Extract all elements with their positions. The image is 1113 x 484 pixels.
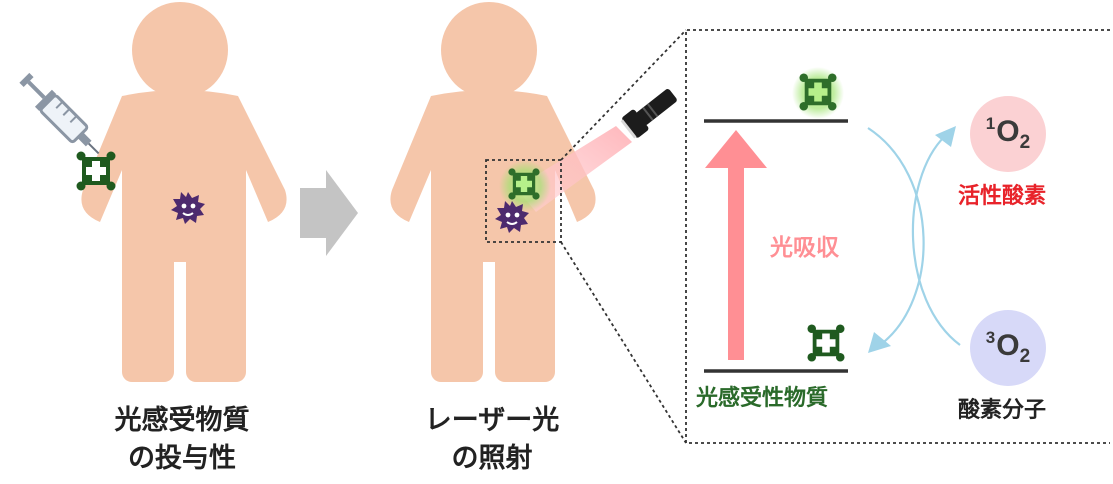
caption-administration-line2: の投与性	[128, 443, 236, 474]
caption-laser: レーザー光 の照射	[392, 402, 592, 478]
singlet-oxygen-subscript: 2	[1019, 132, 1031, 153]
triplet-oxygen-subscript: 2	[1019, 346, 1031, 367]
photosensitizer-molecule-icon-excited	[508, 168, 540, 200]
triplet-oxygen-symbol: O	[996, 329, 1020, 362]
singlet-oxygen-circle: 1O2	[970, 96, 1046, 172]
syringe-icon	[19, 72, 100, 155]
singlet-oxygen-formula: 1O2	[986, 114, 1030, 154]
photosensitizer-molecule-icon-injected	[76, 151, 116, 191]
singlet-oxygen-symbol: O	[996, 115, 1020, 148]
caption-laser-line2: の照射	[451, 443, 533, 474]
caption-administration-line1: 光感受物質	[114, 405, 250, 436]
process-arrow-icon	[300, 170, 358, 256]
photosensitizer-molecule-icon-ground-state	[807, 324, 845, 362]
triplet-oxygen-circle: 3O2	[970, 310, 1046, 386]
zoom-panel-frame	[685, 29, 1110, 444]
active-oxygen-label: 活性酸素	[958, 184, 1047, 209]
photosensitizer-label: 光感受性物質	[696, 386, 829, 411]
flashlight-icon	[620, 89, 677, 139]
caption-laser-line1: レーザー光	[424, 405, 560, 436]
energy-transfer-arrow-down	[867, 127, 925, 346]
energy-transfer-arrowhead-up	[935, 126, 956, 147]
energy-transfer-arrow-up	[911, 135, 961, 346]
zoom-connector-top	[560, 29, 687, 161]
oxygen-molecule-label: 酸素分子	[958, 398, 1047, 423]
energy-transfer-arrowhead-down	[868, 332, 891, 353]
photosensitizer-molecule-icon-excited-state	[799, 73, 837, 111]
absorption-arrow	[705, 130, 767, 360]
zoom-region-box	[485, 159, 562, 243]
absorption-label: 光吸収	[770, 235, 839, 261]
singlet-oxygen-superscript: 1	[985, 114, 996, 133]
triplet-oxygen-formula: 3O2	[986, 328, 1030, 368]
caption-administration: 光感受物質 の投与性	[82, 402, 282, 478]
triplet-oxygen-superscript: 3	[985, 328, 996, 347]
human-figure-left	[81, 2, 287, 382]
human-figure-middle	[390, 2, 596, 382]
